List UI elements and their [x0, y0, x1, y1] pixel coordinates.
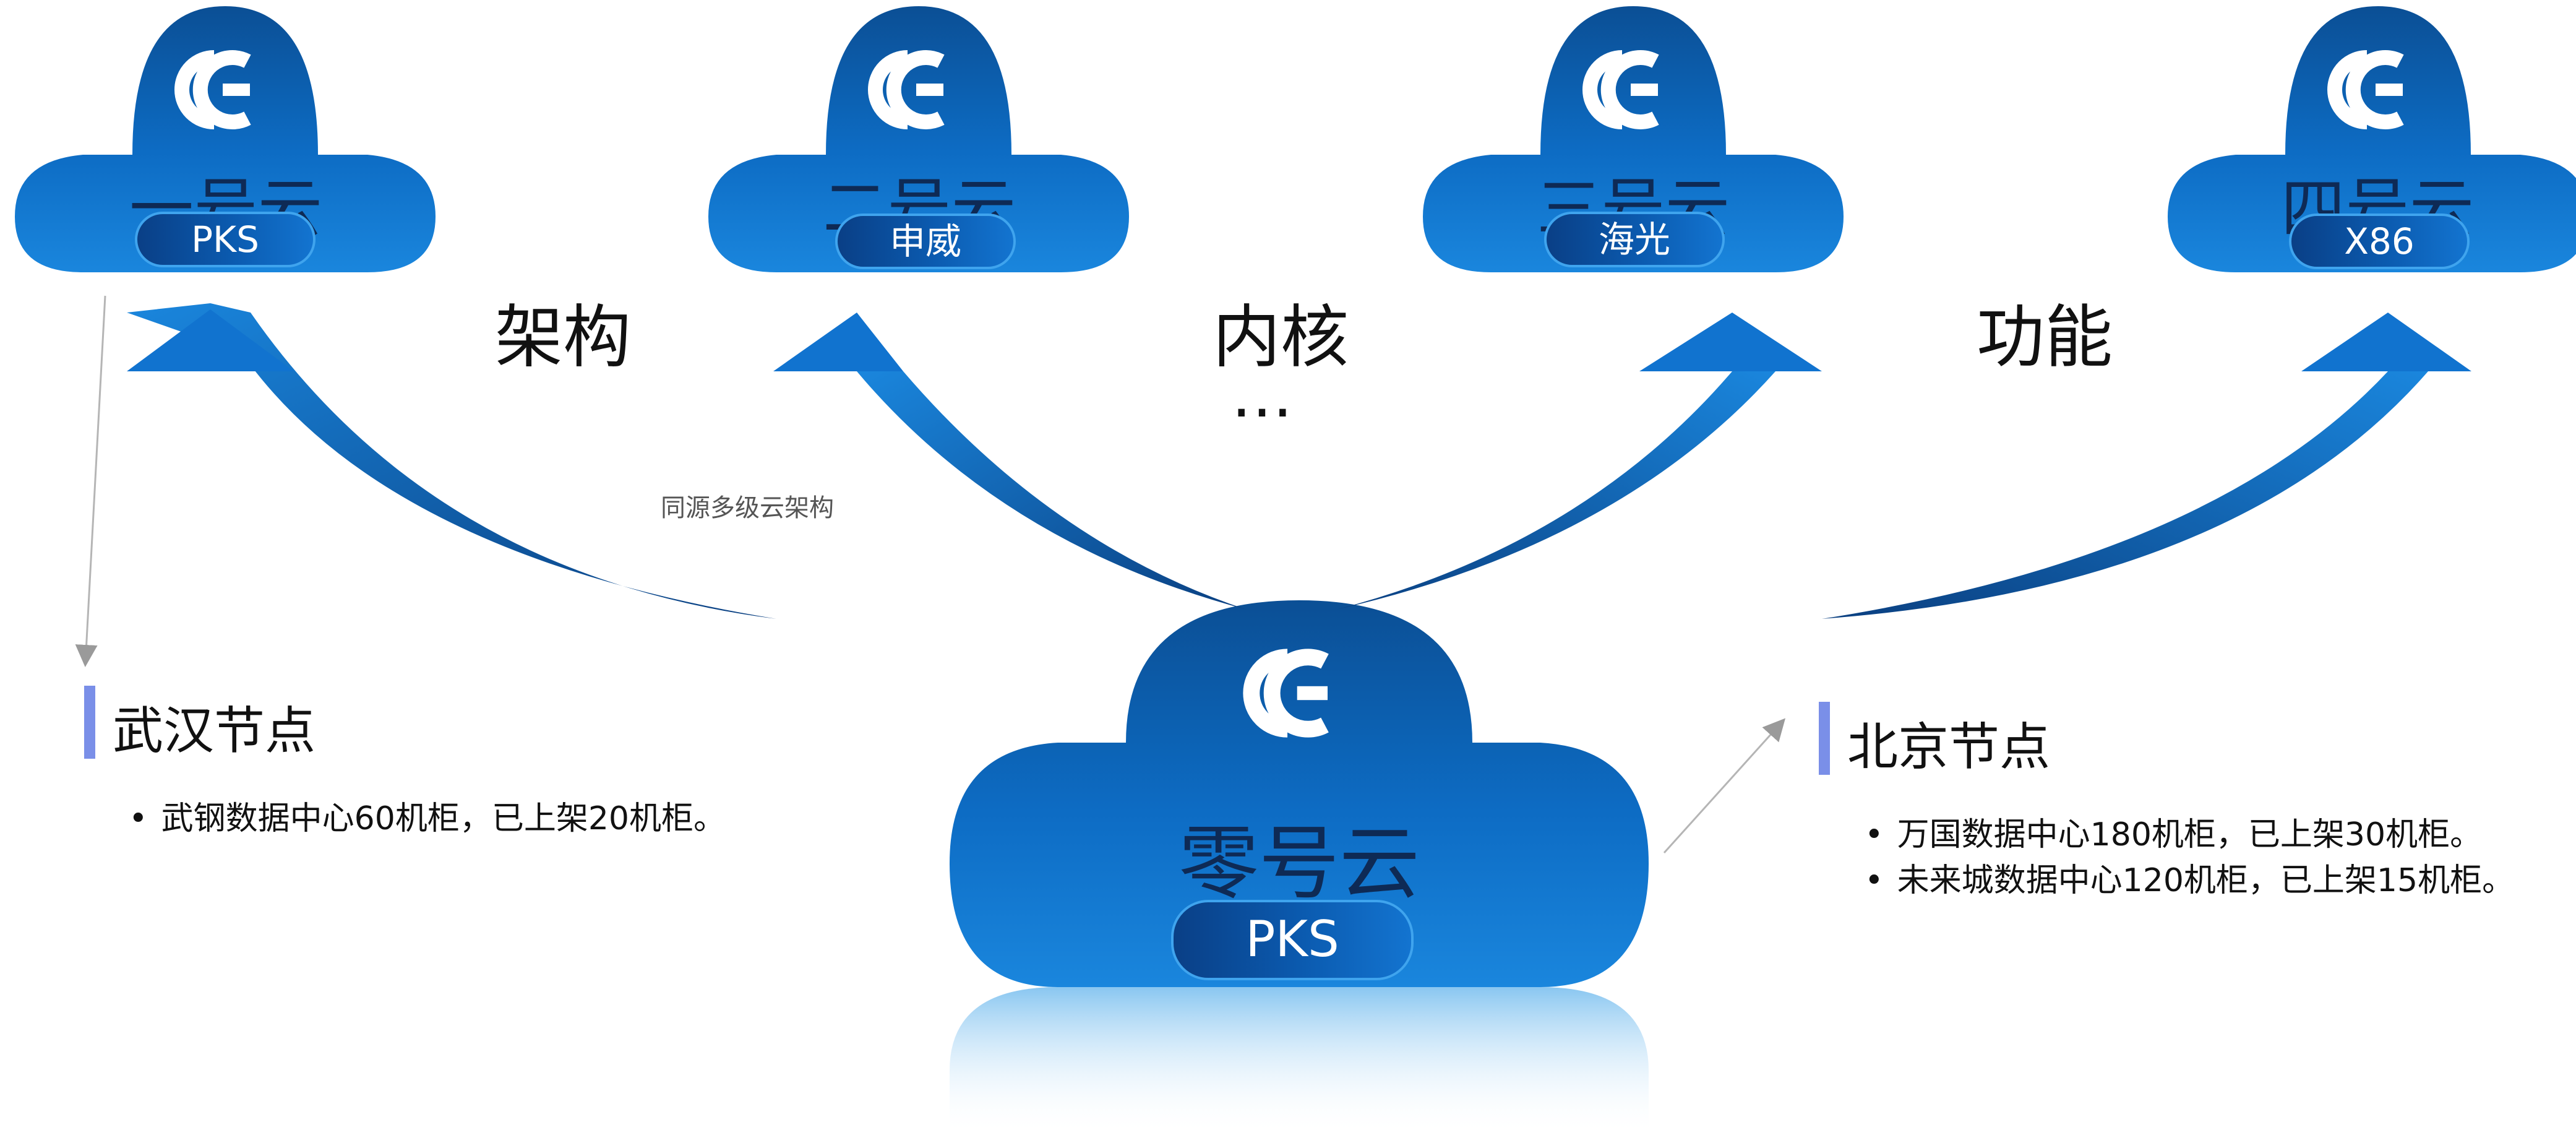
center-cloud-reflection [950, 987, 1649, 1135]
cloud-shape-1 [15, 6, 436, 272]
arrow-to-cloud-1 [127, 303, 776, 619]
node-wuhan: 武汉节点 武钢数据中心60机柜，已上架20机柜。 [84, 686, 888, 837]
cloud-shape-2 [708, 6, 1129, 272]
label-architecture: 架构 [495, 298, 631, 377]
label-kernel: 内核 [1213, 298, 1349, 377]
arrow-to-cloud-4 [1822, 313, 2471, 619]
cloud-shape-4 [2168, 6, 2576, 272]
node-beijing-item: 未来城数据中心120机柜，已上架15机柜。 [1865, 854, 2514, 900]
node-beijing: 北京节点 万国数据中心180机柜，已上架30机柜。 未来城数据中心120机柜，已… [1819, 702, 2561, 912]
node-beijing-title: 北京节点 [1847, 718, 2051, 777]
node-wuhan-item: 武钢数据中心60机柜，已上架20机柜。 [129, 792, 726, 839]
label-ellipsis: … [1231, 359, 1293, 431]
node-beijing-item: 万国数据中心180机柜，已上架30机柜。 [1865, 808, 2482, 855]
label-function: 功能 [1977, 298, 2113, 377]
note-architecture: 同源多级云架构 [661, 494, 834, 522]
cloud-shape-3 [1423, 6, 1844, 272]
node-wuhan-accent-bar [84, 686, 95, 759]
arrow-to-cloud-2 [773, 313, 1247, 610]
cloud-3-badge: 海光 [1544, 212, 1725, 267]
node-beijing-accent-bar [1819, 702, 1830, 775]
connector-line-beijing [1663, 718, 1786, 854]
arrow-to-cloud-3 [1336, 313, 1822, 610]
center-cloud-badge: PKS [1171, 900, 1414, 980]
connector-line-wuhan [75, 295, 106, 667]
cloud-2-badge: 申威 [835, 214, 1016, 269]
center-cloud-shape [950, 600, 1649, 987]
cloud-4-badge: X86 [2289, 214, 2470, 269]
cloud-1-badge: PKS [135, 212, 316, 267]
node-wuhan-title: 武汉节点 [113, 702, 316, 761]
center-cloud-title: 零号云 [1178, 816, 1420, 910]
